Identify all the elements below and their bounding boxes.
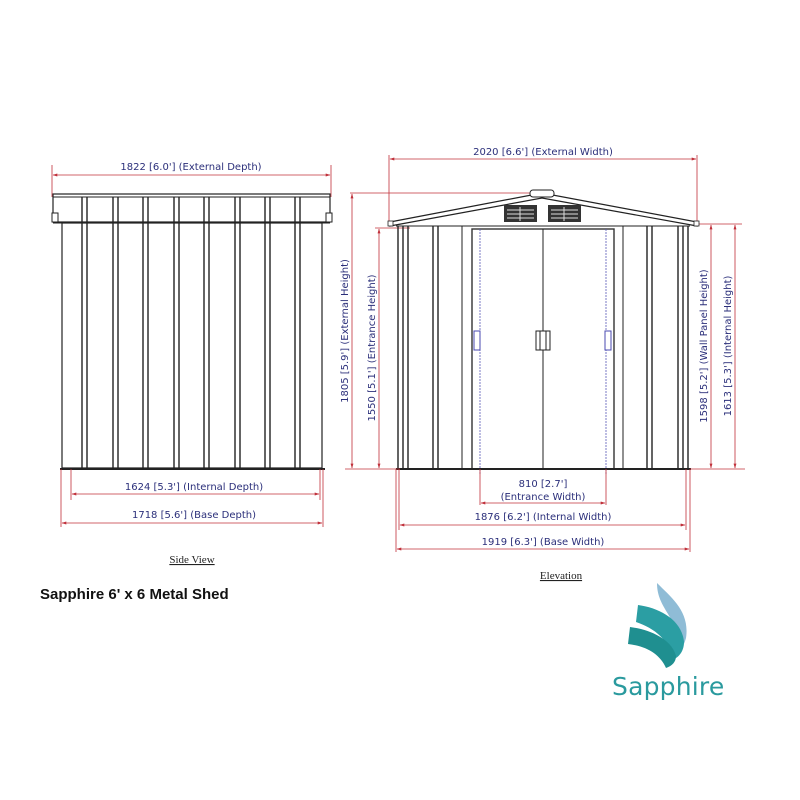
roof-vents (504, 205, 581, 222)
entrance-width-value: 810 [2.7'] (519, 479, 568, 490)
external-width-label: 2020 [6.6'] (External Width) (473, 147, 613, 158)
external-height-dimension: 1805 [5.9'] (External Height) (340, 193, 400, 470)
internal-height-dimension: 1613 [5.3'] (Internal Height) (723, 224, 737, 469)
internal-depth-label: 1624 [5.3'] (Internal Depth) (125, 482, 263, 493)
brand-wordmark: Sapphire (612, 672, 725, 701)
base-width-label: 1919 [6.3'] (Base Width) (482, 537, 605, 548)
external-depth-dimension: 1822 [6.0'] (External Depth) (51, 162, 332, 197)
wall-panel-height-label: 1598 [5.2'] (Wall Panel Height) (699, 269, 710, 422)
entrance-height-dimension: 1550 [5.1'] (Entrance Height) (367, 228, 381, 469)
base-depth-dimension: 1718 [5.6'] (Base Depth) (60, 469, 324, 527)
external-height-label: 1805 [5.9'] (External Height) (340, 259, 351, 403)
hinge-left (473, 330, 481, 351)
side-view-caption: Side View (169, 554, 214, 566)
internal-width-dimension: 1876 [6.2'] (Internal Width) (398, 469, 687, 530)
base-depth-label: 1718 [5.6'] (Base Depth) (132, 510, 256, 521)
internal-width-label: 1876 [6.2'] (Internal Width) (475, 512, 612, 523)
entrance-height-label: 1550 [5.1'] (Entrance Height) (367, 274, 378, 421)
entrance-width-dimension: 810 [2.7'] (Entrance Width) (479, 469, 607, 505)
base-width-dimension: 1919 [6.3'] (Base Width) (395, 469, 691, 552)
external-depth-label: 1822 [6.0'] (External Depth) (120, 162, 261, 173)
external-width-dimension: 2020 [6.6'] (External Width) (388, 147, 698, 224)
product-title: Sapphire 6' x 6 Metal Shed (40, 586, 229, 603)
wall-panel-height-dimension: 1598 [5.2'] (Wall Panel Height) (690, 224, 745, 470)
internal-height-label: 1613 [5.3'] (Internal Height) (723, 275, 734, 416)
side-view: 1822 [6.0'] (External Depth) 1624 (51, 162, 333, 566)
hinge-right (604, 330, 612, 351)
elevation-caption: Elevation (540, 570, 583, 582)
elevation-view: 2020 [6.6'] (External Width) (340, 147, 745, 582)
door-handle (535, 330, 551, 351)
entrance-width-label: (Entrance Width) (501, 492, 586, 503)
internal-depth-dimension: 1624 [5.3'] (Internal Depth) (70, 469, 321, 500)
sapphire-logo-icon (628, 583, 687, 668)
